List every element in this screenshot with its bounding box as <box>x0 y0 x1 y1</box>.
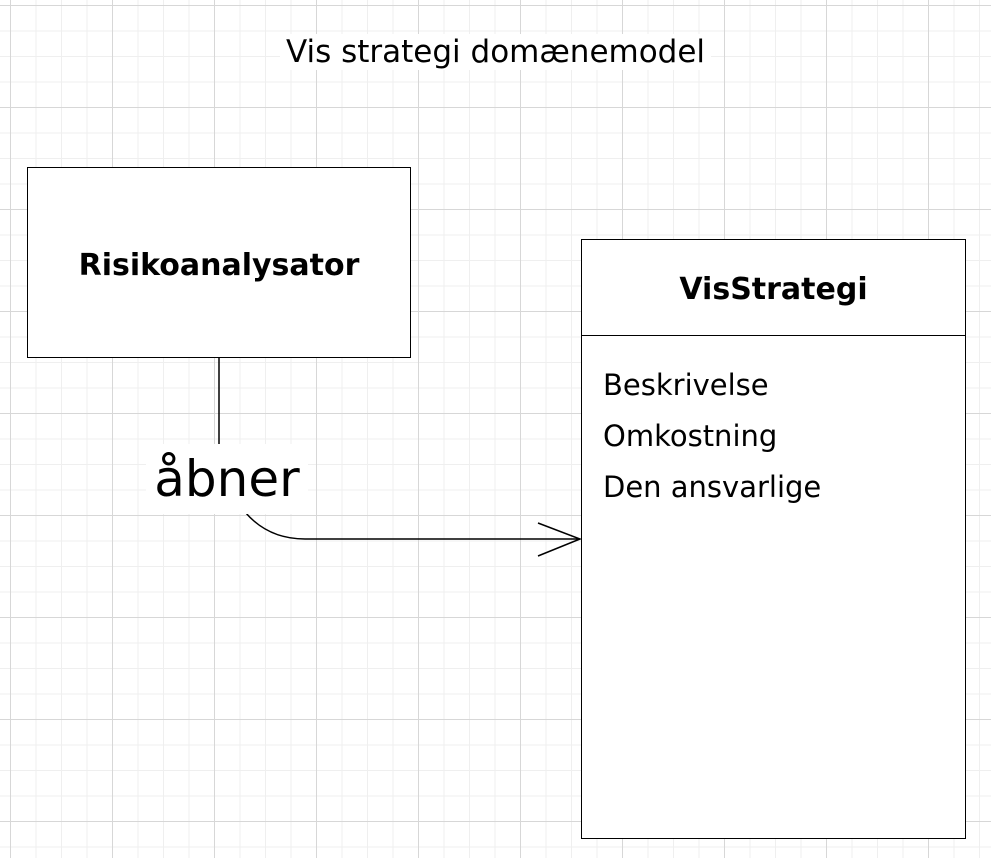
actor-name: Risikoanalysator <box>78 248 360 283</box>
class-attribute: Omkostning <box>603 419 778 453</box>
class-attribute: Den ansvarlige <box>603 470 822 504</box>
actor-box-risikoanalysator[interactable]: Risikoanalysator <box>27 167 411 358</box>
diagram-title: Vis strategi domænemodel <box>279 34 712 70</box>
class-attributes: Beskrivelse Omkostning Den ansvarlige <box>582 336 965 513</box>
class-header: VisStrategi <box>582 240 965 336</box>
class-attribute: Beskrivelse <box>603 368 769 402</box>
class-name: VisStrategi <box>679 272 868 307</box>
association-arrowhead <box>537 522 583 557</box>
class-box-visstrategi[interactable]: VisStrategi Beskrivelse Omkostning Den a… <box>581 239 966 839</box>
association-label: åbner <box>146 444 308 514</box>
diagram-title-wrapper: Vis strategi domænemodel <box>0 26 991 78</box>
